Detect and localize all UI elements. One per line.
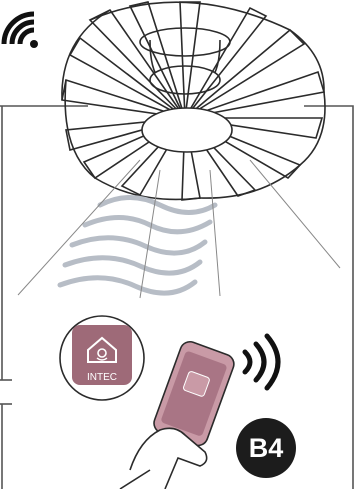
wifi-signal-icon <box>4 14 38 48</box>
wireless-signal-icon <box>245 336 278 388</box>
app-logo-text: INTEC <box>87 372 117 383</box>
airflow-icon <box>60 198 215 294</box>
step-badge: B4 <box>236 418 296 478</box>
ceiling-fan-icon <box>62 2 325 200</box>
smart-home-app-icon: INTEC <box>60 316 144 400</box>
light-beams <box>18 160 340 298</box>
